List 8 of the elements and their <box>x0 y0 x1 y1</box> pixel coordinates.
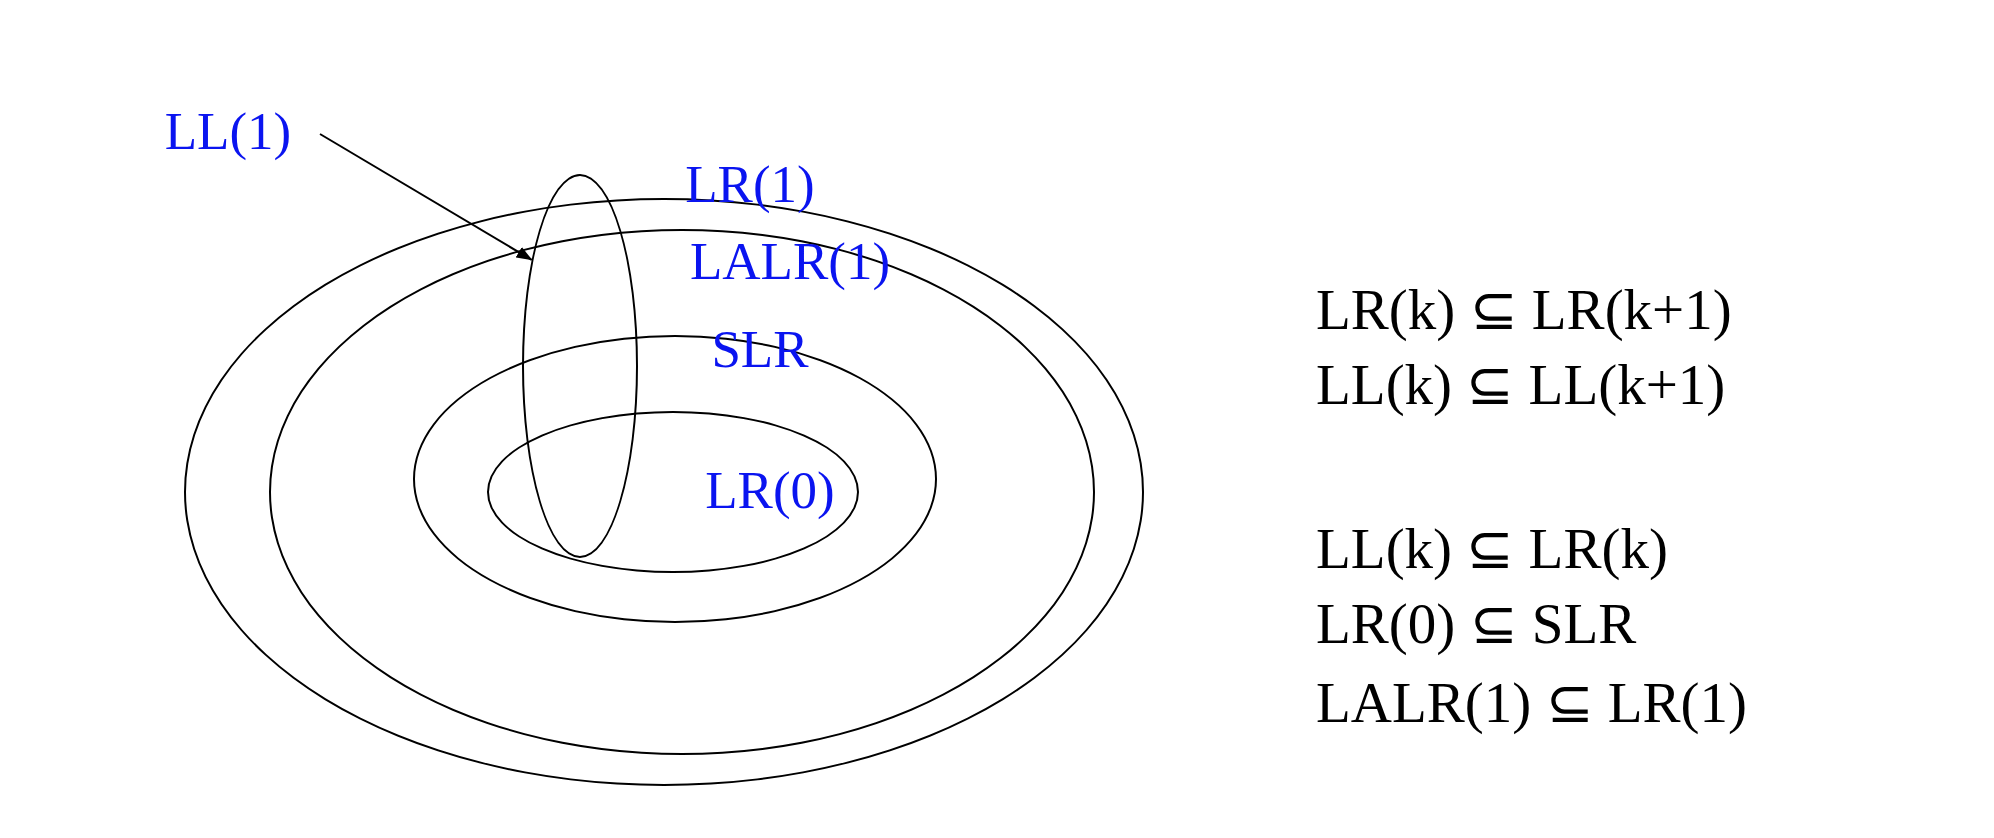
ellipse-outline <box>522 174 638 558</box>
set-ellipse <box>269 229 1095 755</box>
arrow <box>319 133 533 261</box>
set-label: LR(0) <box>705 463 835 517</box>
set-label: LR(1) <box>685 157 815 211</box>
set-label: LL(1) <box>164 104 292 158</box>
set-ellipse <box>487 411 859 573</box>
set-label: LALR(1) <box>689 234 891 288</box>
